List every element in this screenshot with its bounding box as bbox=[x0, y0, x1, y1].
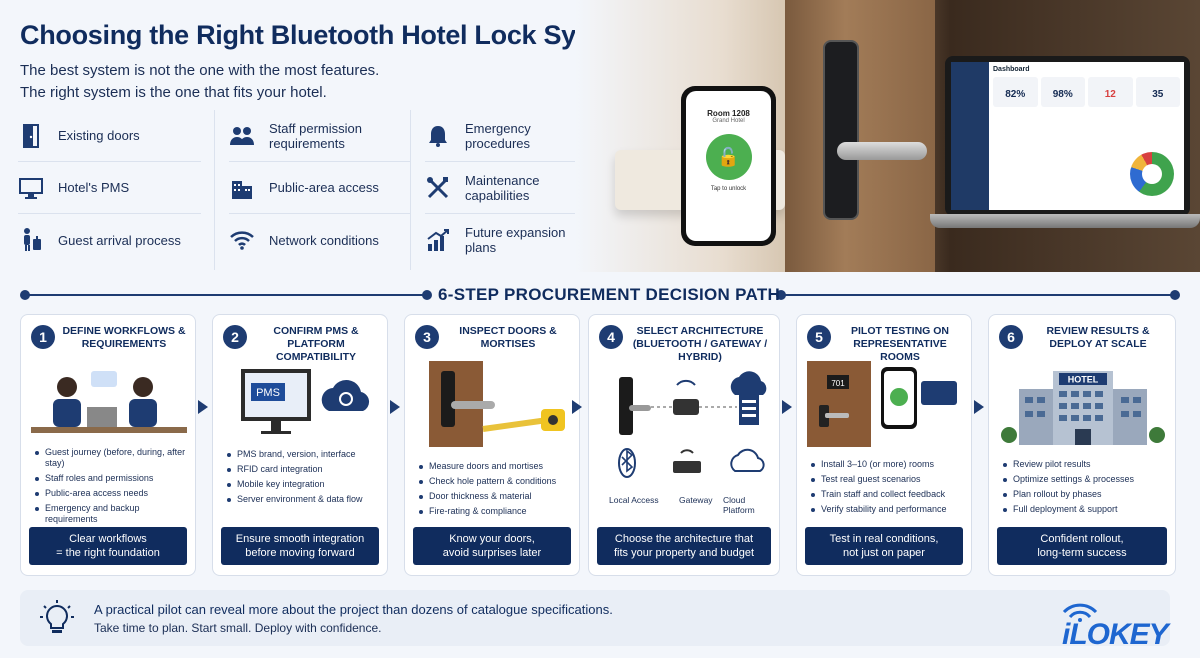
step-card-6: 6 REVIEW RESULTS & DEPLOY AT SCALE HOTEL… bbox=[988, 314, 1176, 576]
smartphone-mockup: Room 1208 Grand Hotel 🔓 Tap to unlock bbox=[681, 86, 776, 246]
brand-logo: iLOKEY bbox=[1062, 600, 1192, 654]
step-footer: Know your doors,avoid surprises later bbox=[413, 527, 571, 565]
phone-screen: Room 1208 Grand Hotel 🔓 Tap to unlock bbox=[686, 91, 771, 241]
factor-emergency: Emergency procedures bbox=[425, 110, 580, 162]
step-number: 2 bbox=[223, 325, 247, 349]
arch-label-gateway: Gateway bbox=[679, 495, 713, 505]
arrow-icon bbox=[390, 400, 400, 414]
room-number-plate: 701 bbox=[831, 379, 845, 388]
dashboard-sidebar bbox=[951, 62, 989, 210]
pms-cloud-illustration: PMS bbox=[241, 369, 370, 434]
growth-chart-icon bbox=[427, 229, 449, 251]
step-title: SELECT ARCHITECTURE (BLUETOOTH / GATEWAY… bbox=[632, 325, 768, 363]
building-icon bbox=[232, 180, 252, 199]
arrow-icon bbox=[572, 400, 582, 414]
step-card-4: 4 SELECT ARCHITECTURE (BLUETOOTH / GATEW… bbox=[588, 314, 780, 576]
door-handle bbox=[837, 142, 927, 160]
step-bullets: Review pilot results Optimize settings &… bbox=[1003, 459, 1167, 519]
step-bullets: Guest journey (before, during, after sta… bbox=[35, 447, 187, 529]
meeting-illustration bbox=[31, 371, 187, 433]
step-title: DEFINE WORKFLOWS & REQUIREMENTS bbox=[62, 325, 186, 350]
step-title: CONFIRM PMS & PLATFORM COMPATIBILITY bbox=[273, 325, 359, 363]
laptop-base bbox=[930, 214, 1200, 228]
arrow-icon bbox=[974, 400, 984, 414]
factor-public-area: Public-area access bbox=[229, 162, 410, 214]
step-bullets: PMS brand, version, interface RFID card … bbox=[227, 449, 379, 509]
step-bullets: Install 3–10 (or more) rooms Test real g… bbox=[811, 459, 963, 519]
step-number: 6 bbox=[999, 325, 1023, 349]
factor-grid: Existing doors Hotel's PMS Guest arrival… bbox=[18, 110, 580, 270]
step-number: 4 bbox=[599, 325, 623, 349]
pms-label: PMS bbox=[256, 387, 280, 399]
step-card-2: 2 CONFIRM PMS & PLATFORM COMPATIBILITY P… bbox=[212, 314, 388, 576]
signal-icon bbox=[1062, 603, 1098, 622]
step-title: INSPECT DOORS & MORTISES bbox=[459, 325, 557, 350]
step-number: 1 bbox=[31, 325, 55, 349]
factor-guest-arrival: Guest arrival process bbox=[18, 214, 201, 266]
door-lock-illustration bbox=[429, 361, 565, 447]
arrow-icon bbox=[198, 400, 208, 414]
architecture-illustration bbox=[618, 371, 767, 478]
step-title: PILOT TESTING ON REPRESENTATIVE ROOMS bbox=[850, 325, 949, 363]
step-card-1: 1 DEFINE WORKFLOWS & REQUIREMENTS Guest … bbox=[20, 314, 196, 576]
factor-column-1: Existing doors Hotel's PMS Guest arrival… bbox=[18, 110, 201, 270]
step-number: 5 bbox=[807, 325, 831, 349]
monitor-icon bbox=[19, 177, 43, 199]
section-header: 6-STEP PROCUREMENT DECISION PATH bbox=[20, 285, 1180, 305]
page-title: Choosing the Right Bluetooth Hotel Lock … bbox=[20, 20, 638, 50]
smart-lock bbox=[823, 40, 859, 220]
factor-hotels-pms: Hotel's PMS bbox=[18, 162, 201, 214]
step-number: 3 bbox=[415, 325, 439, 349]
factor-network: Network conditions bbox=[229, 214, 410, 266]
step-card-3: 3 INSPECT DOORS & MORTISES Measure doors… bbox=[404, 314, 580, 576]
hotel-sign: HOTEL bbox=[1068, 375, 1099, 385]
wifi-icon bbox=[230, 231, 254, 250]
dashboard-card: 12 bbox=[1088, 77, 1133, 107]
pilot-room-illustration: 701 bbox=[807, 361, 957, 447]
arch-label-local: Local Access bbox=[609, 495, 659, 505]
dashboard-card: 82% bbox=[993, 77, 1038, 107]
laptop-mockup: Dashboard 82% 98% 12 35 bbox=[945, 56, 1190, 216]
factor-column-3: Emergency procedures Maintenance capabil… bbox=[410, 110, 580, 270]
device-status-donut bbox=[1130, 152, 1174, 196]
subtitle-2: The right system is the one that fits yo… bbox=[20, 84, 327, 101]
factor-column-2: Staff permission requirements Public-are… bbox=[214, 110, 410, 270]
unlock-icon: 🔓 bbox=[705, 134, 752, 180]
dashboard-card: 35 bbox=[1135, 77, 1180, 107]
bell-icon bbox=[429, 125, 447, 147]
step-card-5: 5 PILOT TESTING ON REPRESENTATIVE ROOMS … bbox=[796, 314, 972, 576]
door-icon bbox=[23, 123, 39, 148]
tools-icon bbox=[427, 176, 449, 198]
factor-staff-permission: Staff permission requirements bbox=[229, 110, 410, 162]
factor-existing-doors: Existing doors bbox=[18, 110, 201, 162]
step-title: REVIEW RESULTS & DEPLOY AT SCALE bbox=[1046, 325, 1150, 350]
staff-icon bbox=[230, 126, 254, 145]
tip-line-2: Take time to plan. Start small. Deploy w… bbox=[94, 621, 382, 635]
step-footer: Test in real conditions,not just on pape… bbox=[805, 527, 963, 565]
hero-image: Room 1208 Grand Hotel 🔓 Tap to unlock Da… bbox=[575, 0, 1200, 272]
arrow-icon bbox=[782, 400, 792, 414]
steps-row: 1 DEFINE WORKFLOWS & REQUIREMENTS Guest … bbox=[20, 314, 1180, 576]
hotel-door bbox=[785, 0, 935, 272]
tip-line-1: A practical pilot can reveal more about … bbox=[94, 602, 613, 617]
factor-maintenance: Maintenance capabilities bbox=[425, 162, 580, 214]
step-footer: Confident rollout,long-term success bbox=[997, 527, 1167, 565]
tip-box: A practical pilot can reveal more about … bbox=[20, 590, 1170, 646]
step-footer: Clear workflows= the right foundation bbox=[29, 527, 187, 565]
factor-future-expansion: Future expansion plans bbox=[425, 214, 580, 266]
section-title: 6-STEP PROCUREMENT DECISION PATH bbox=[438, 285, 781, 304]
arch-label-cloud: Cloud Platform bbox=[723, 495, 755, 515]
dashboard-card: 98% bbox=[1040, 77, 1085, 107]
lightbulb-icon bbox=[40, 600, 74, 633]
subtitle-1: The best system is not the one with the … bbox=[20, 62, 380, 79]
dashboard-screen: Dashboard 82% 98% 12 35 bbox=[951, 62, 1184, 210]
hotel-building-illustration: HOTEL bbox=[1001, 371, 1165, 445]
traveler-icon bbox=[24, 228, 41, 251]
step-bullets: Measure doors and mortises Check hole pa… bbox=[419, 461, 571, 521]
